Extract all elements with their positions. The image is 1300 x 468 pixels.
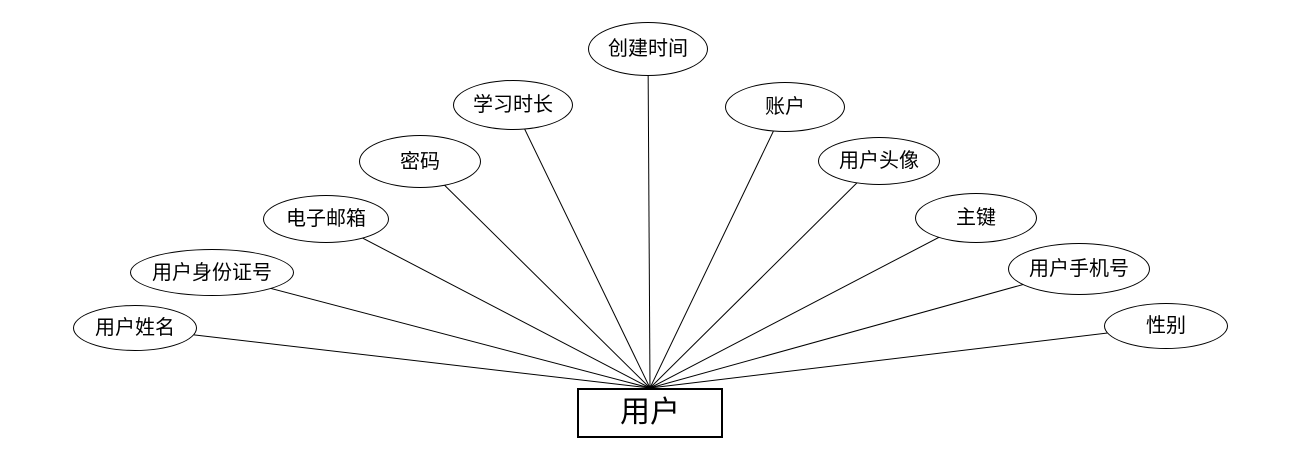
attribute-label: 电子邮箱 bbox=[286, 208, 366, 230]
connector-user-id-number bbox=[211, 272, 651, 389]
connector-account bbox=[649, 106, 786, 389]
connector-user-avatar bbox=[649, 160, 880, 389]
attribute-label: 学习时长 bbox=[473, 94, 553, 116]
attribute-label: 用户手机号 bbox=[1029, 258, 1129, 280]
attribute-label: 用户姓名 bbox=[95, 317, 175, 339]
attribute-ellipse-user-id-number: 用户身份证号 bbox=[130, 249, 294, 296]
attribute-ellipse-user-avatar: 用户头像 bbox=[818, 137, 940, 185]
entity-rect-user: 用户 bbox=[577, 388, 723, 438]
attribute-label: 用户身份证号 bbox=[152, 261, 272, 284]
connector-user-name bbox=[134, 327, 651, 389]
attribute-label: 用户头像 bbox=[839, 150, 919, 172]
attribute-label: 创建时间 bbox=[608, 38, 688, 60]
connector-password bbox=[419, 160, 651, 389]
attribute-label: 密码 bbox=[400, 150, 440, 173]
entity-label: 用户 bbox=[620, 396, 680, 429]
connector-creation-time bbox=[647, 48, 651, 389]
attribute-ellipse-user-phone: 用户手机号 bbox=[1008, 243, 1150, 295]
attribute-ellipse-user-name: 用户姓名 bbox=[73, 305, 197, 351]
attribute-ellipse-gender: 性别 bbox=[1104, 303, 1228, 349]
attribute-label: 主键 bbox=[956, 207, 996, 229]
connector-gender bbox=[649, 325, 1167, 389]
connector-study-duration bbox=[512, 104, 651, 389]
attribute-ellipse-study-duration: 学习时长 bbox=[453, 80, 573, 130]
connector-primary-key bbox=[649, 217, 977, 389]
attribute-ellipse-creation-time: 创建时间 bbox=[588, 22, 708, 76]
attribute-ellipse-primary-key: 主键 bbox=[915, 193, 1037, 243]
attribute-label: 账户 bbox=[765, 96, 805, 118]
attribute-ellipse-password: 密码 bbox=[359, 135, 481, 188]
connector-user-phone bbox=[649, 268, 1080, 389]
attribute-ellipse-account: 账户 bbox=[725, 82, 845, 132]
attribute-ellipse-email: 电子邮箱 bbox=[263, 195, 389, 243]
attribute-label: 性别 bbox=[1146, 315, 1186, 337]
connector-email bbox=[325, 218, 651, 389]
